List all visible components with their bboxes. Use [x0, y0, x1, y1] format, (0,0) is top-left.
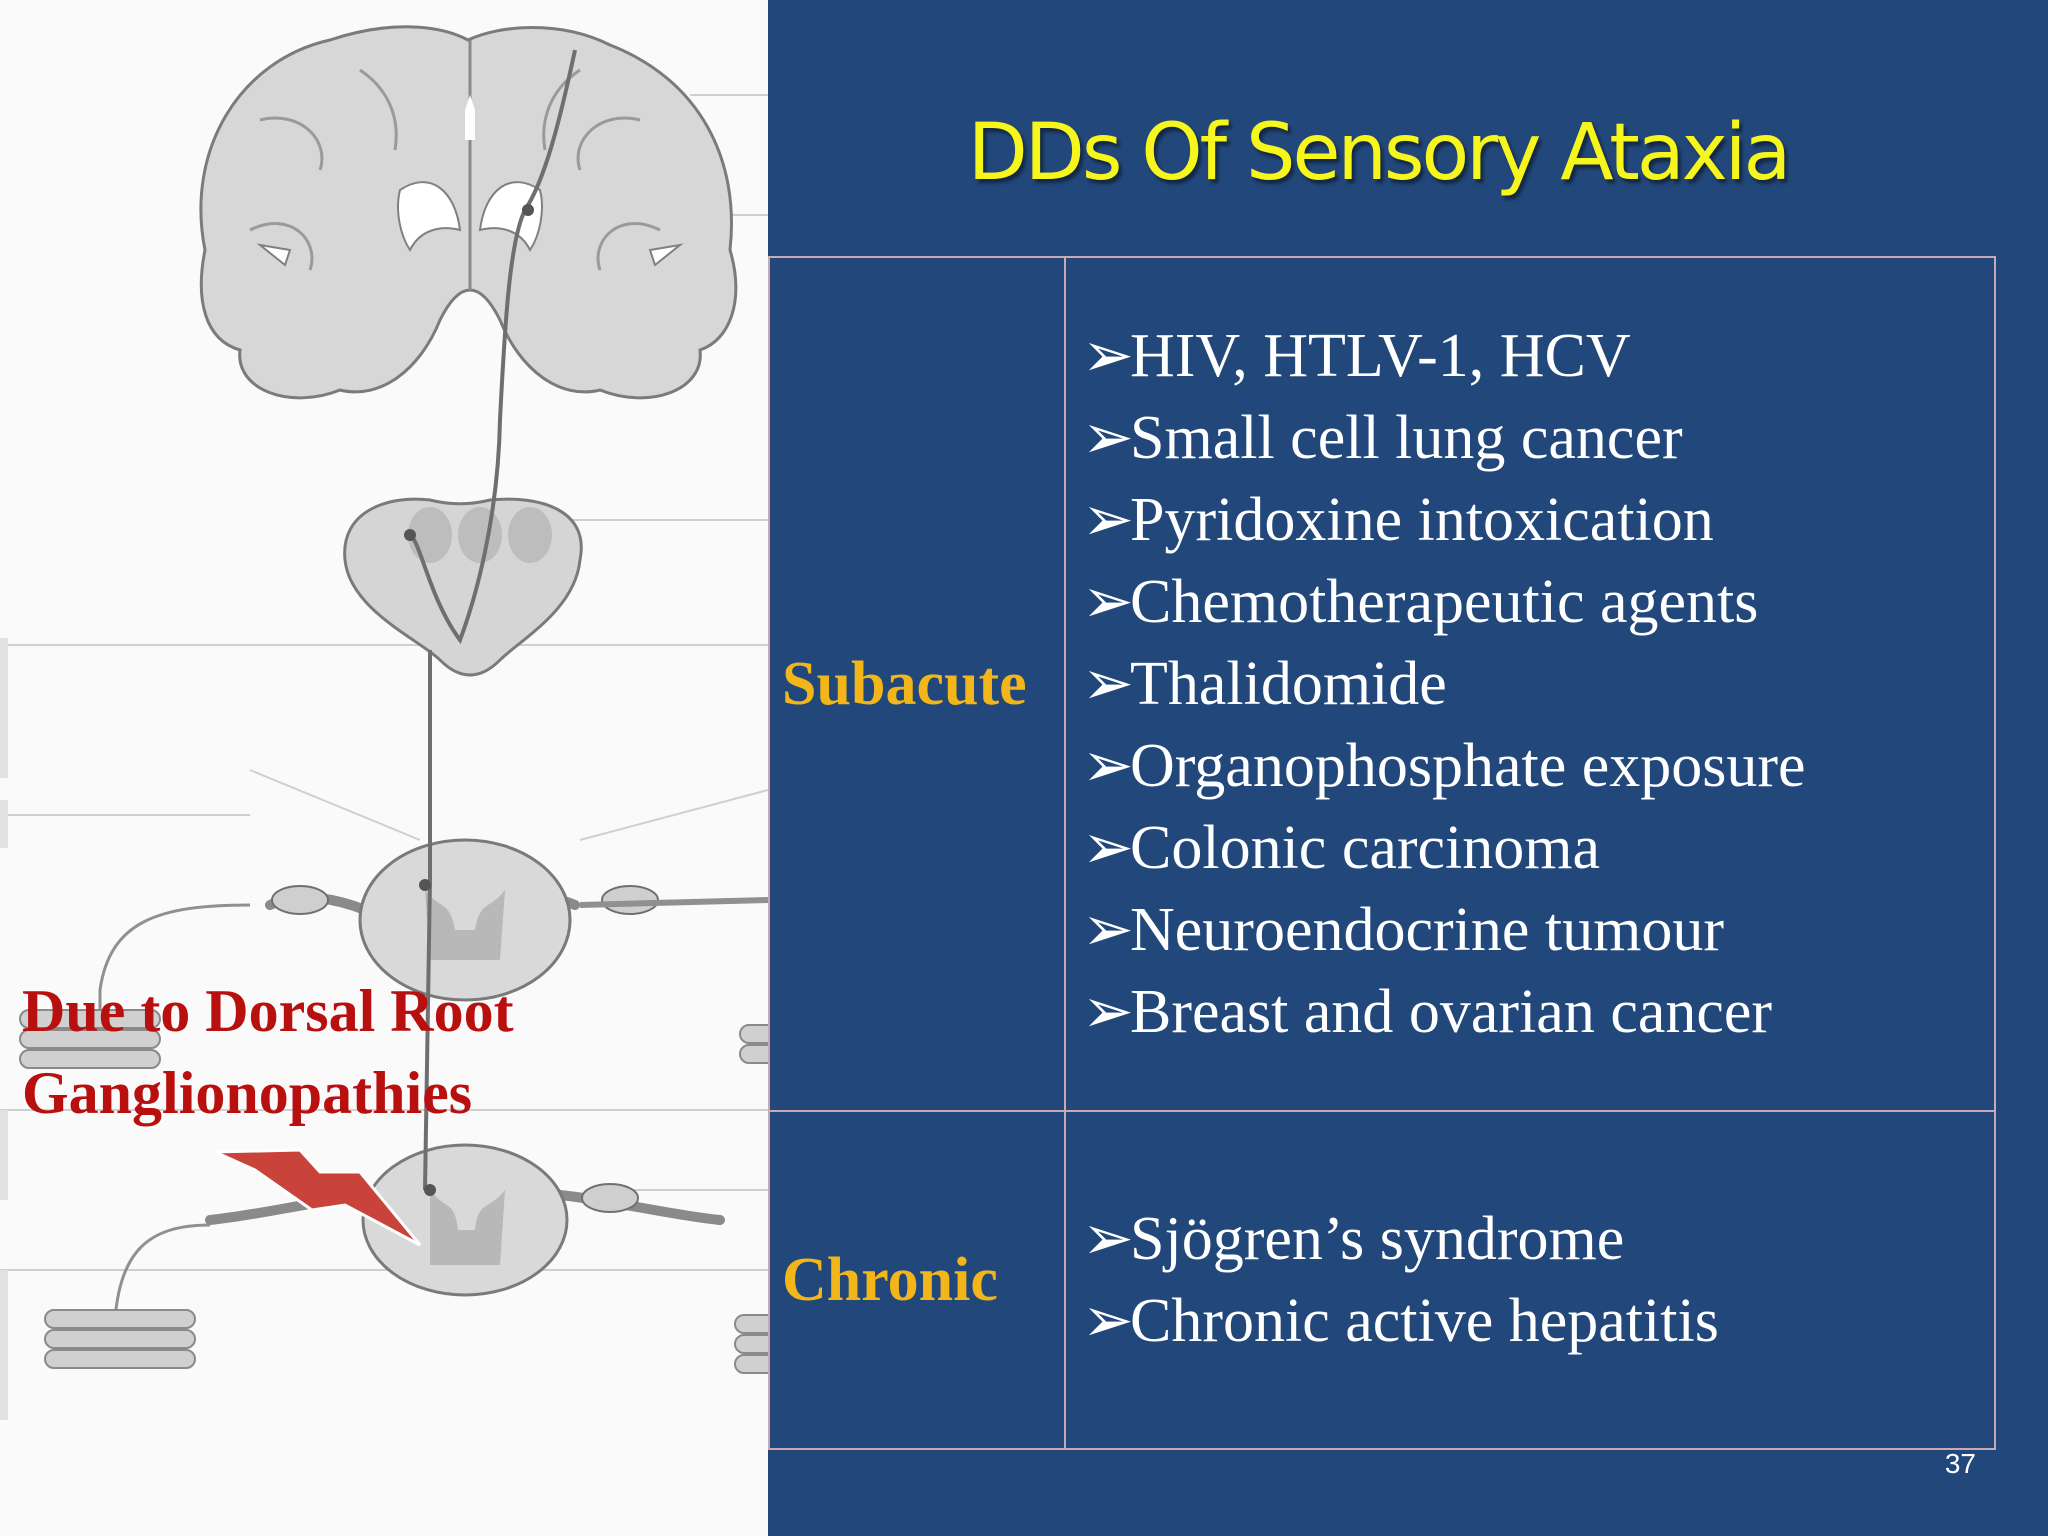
arrow-bullet-icon: ➢ [1082, 568, 1134, 636]
list-item: ➢Sjögren’s syndrome [1082, 1198, 1994, 1280]
content-panel: DDs Of Sensory Ataxia Subacute ➢HIV, HTL… [768, 0, 2048, 1536]
list-item: ➢Small cell lung cancer [1082, 397, 1994, 479]
list-item-text: Organophosphate exposure [1130, 732, 1806, 800]
items-cell: ➢HIV, HTLV-1, HCV➢Small cell lung cancer… [1068, 258, 1994, 1110]
list-item: ➢Organophosphate exposure [1082, 725, 1994, 807]
muscle-bundle-upper [19, 1009, 161, 1069]
list-item: ➢Colonic carcinoma [1082, 807, 1994, 889]
list-item: ➢Thalidomide [1082, 643, 1994, 725]
list-item: ➢HIV, HTLV-1, HCV [1082, 315, 1994, 397]
arrow-bullet-icon: ➢ [1082, 732, 1134, 800]
category-label: Subacute [782, 649, 1027, 718]
category-label: Chronic [782, 1245, 998, 1314]
page-number: 37 [1944, 1448, 1976, 1479]
spinal-cord-upper [98, 838, 768, 1030]
category-cell: Chronic [770, 1112, 1066, 1448]
arrow-bullet-icon: ➢ [1082, 486, 1134, 554]
items-cell: ➢Sjögren’s syndrome➢Chronic active hepat… [1068, 1112, 1994, 1448]
muscle-bundle-lower [44, 1309, 196, 1369]
sensory-pathway-line [408, 49, 577, 1191]
lightning-bolt-icon [214, 1148, 422, 1247]
category-cell: Subacute [770, 258, 1066, 1110]
list-item-text: HIV, HTLV-1, HCV [1130, 322, 1631, 390]
caption-line-2: Ganglionopathies [22, 1060, 473, 1126]
arrow-bullet-icon: ➢ [1082, 322, 1134, 390]
dorsal-root-caption: Due to Dorsal Root Ganglionopathies [22, 970, 722, 1134]
arrow-bullet-icon: ➢ [1082, 404, 1134, 472]
list-item-text: Breast and ovarian cancer [1130, 978, 1773, 1046]
table-row-subacute: Subacute ➢HIV, HTLV-1, HCV➢Small cell lu… [770, 258, 1994, 1112]
list-item: ➢Breast and ovarian cancer [1082, 971, 1994, 1053]
arrow-bullet-icon: ➢ [1082, 978, 1134, 1046]
list-item-text: Colonic carcinoma [1130, 814, 1600, 882]
list-item-text: Chemotherapeutic agents [1130, 568, 1759, 636]
differential-diagnosis-table: Subacute ➢HIV, HTLV-1, HCV➢Small cell lu… [768, 256, 1996, 1450]
table-row-chronic: Chronic ➢Sjögren’s syndrome➢Chronic acti… [770, 1112, 1994, 1448]
arrow-bullet-icon: ➢ [1082, 1205, 1134, 1273]
list-item: ➢Pyridoxine intoxication [1082, 479, 1994, 561]
list-item-text: Pyridoxine intoxication [1130, 486, 1714, 554]
arrow-bullet-icon: ➢ [1082, 896, 1134, 964]
caption-line-1: Due to Dorsal Root [22, 978, 514, 1044]
list-item: ➢Neuroendocrine tumour [1082, 889, 1994, 971]
list-item-text: Small cell lung cancer [1130, 404, 1683, 472]
brainstem-section [343, 497, 583, 677]
spinal-cord-lower [113, 1143, 725, 1321]
list-item: ➢Chemotherapeutic agents [1082, 561, 1994, 643]
list-item-text: Neuroendocrine tumour [1130, 896, 1724, 964]
arrow-bullet-icon: ➢ [1082, 1287, 1134, 1355]
sensory-pathway-illustration [0, 0, 768, 1536]
list-item: ➢Chronic active hepatitis [1082, 1280, 1994, 1362]
slide-title: DDs Of Sensory Ataxia [967, 108, 1792, 198]
list-item-text: Sjögren’s syndrome [1130, 1205, 1625, 1273]
arrow-bullet-icon: ➢ [1082, 650, 1134, 718]
brain-section [199, 25, 738, 400]
arrow-bullet-icon: ➢ [1082, 814, 1134, 882]
list-item-text: Chronic active hepatitis [1130, 1287, 1719, 1355]
sensory-pathway-anatomy-icon [0, 25, 768, 1420]
list-item-text: Thalidomide [1130, 650, 1447, 718]
